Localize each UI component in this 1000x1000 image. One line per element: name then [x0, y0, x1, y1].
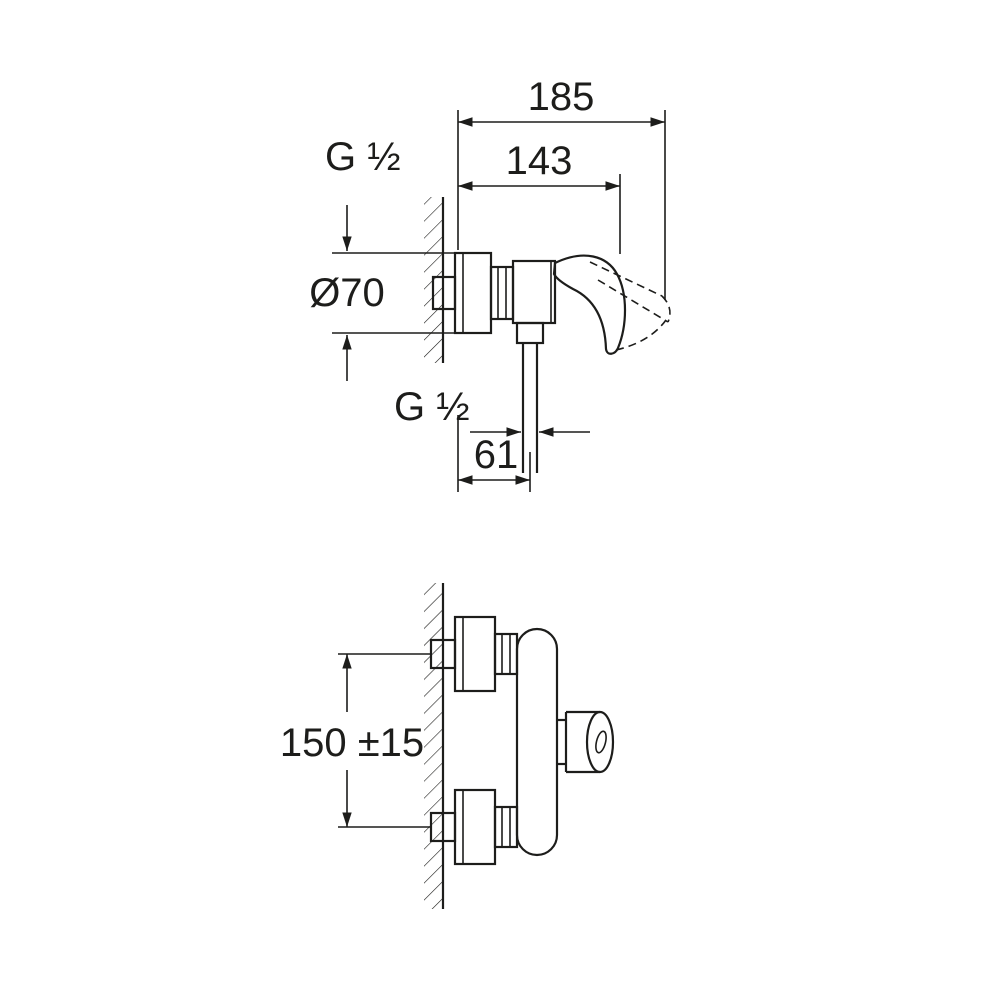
- handle-knob: [557, 710, 615, 774]
- dim-label-143: 143: [506, 139, 573, 183]
- dim-label-diameter-70: Ø70: [309, 271, 385, 315]
- outlet-thread-label: G ½: [394, 385, 470, 429]
- bottom-escutcheon: [453, 788, 497, 866]
- dim-label-61: 61: [474, 433, 519, 477]
- inlet-thread-label: G ½: [325, 135, 401, 179]
- dimension-185: 185: [457, 75, 666, 300]
- knob-slot: [595, 730, 607, 754]
- knob-end-cap: [585, 710, 615, 774]
- dimension-150: 150 ±15: [280, 653, 431, 828]
- dimension-61: 61: [457, 415, 531, 492]
- lever-handle-raised: [589, 261, 671, 351]
- dim-label-185: 185: [528, 75, 595, 119]
- lever-raised-top-edge: [589, 261, 663, 297]
- lever-handle: [552, 254, 627, 355]
- lever-raised-tip: [661, 295, 671, 323]
- dim-label-150: 150 ±15: [280, 721, 424, 765]
- union-nut-side: [489, 265, 515, 321]
- mixer-body-front: [515, 627, 559, 857]
- top-union-nut: [493, 632, 519, 676]
- dimension-diameter-70: Ø70: [309, 205, 457, 381]
- lever-swing-arc: [615, 319, 667, 351]
- top-escutcheon: [453, 615, 497, 693]
- lever-raised-bottom-edge: [597, 279, 669, 323]
- front-view: 150 ±15: [280, 583, 615, 909]
- outlet-thread-callout: G ½: [394, 385, 590, 437]
- wall-hatching-front: [424, 583, 443, 909]
- valve-body-side: [511, 259, 557, 325]
- bottom-union-nut: [493, 805, 519, 849]
- outlet-shank: [515, 321, 545, 345]
- top-view: 185 143 G ½ Ø70 G ½ 61: [309, 75, 671, 492]
- escutcheon-side: [453, 251, 493, 335]
- dimension-143: 143: [458, 139, 621, 254]
